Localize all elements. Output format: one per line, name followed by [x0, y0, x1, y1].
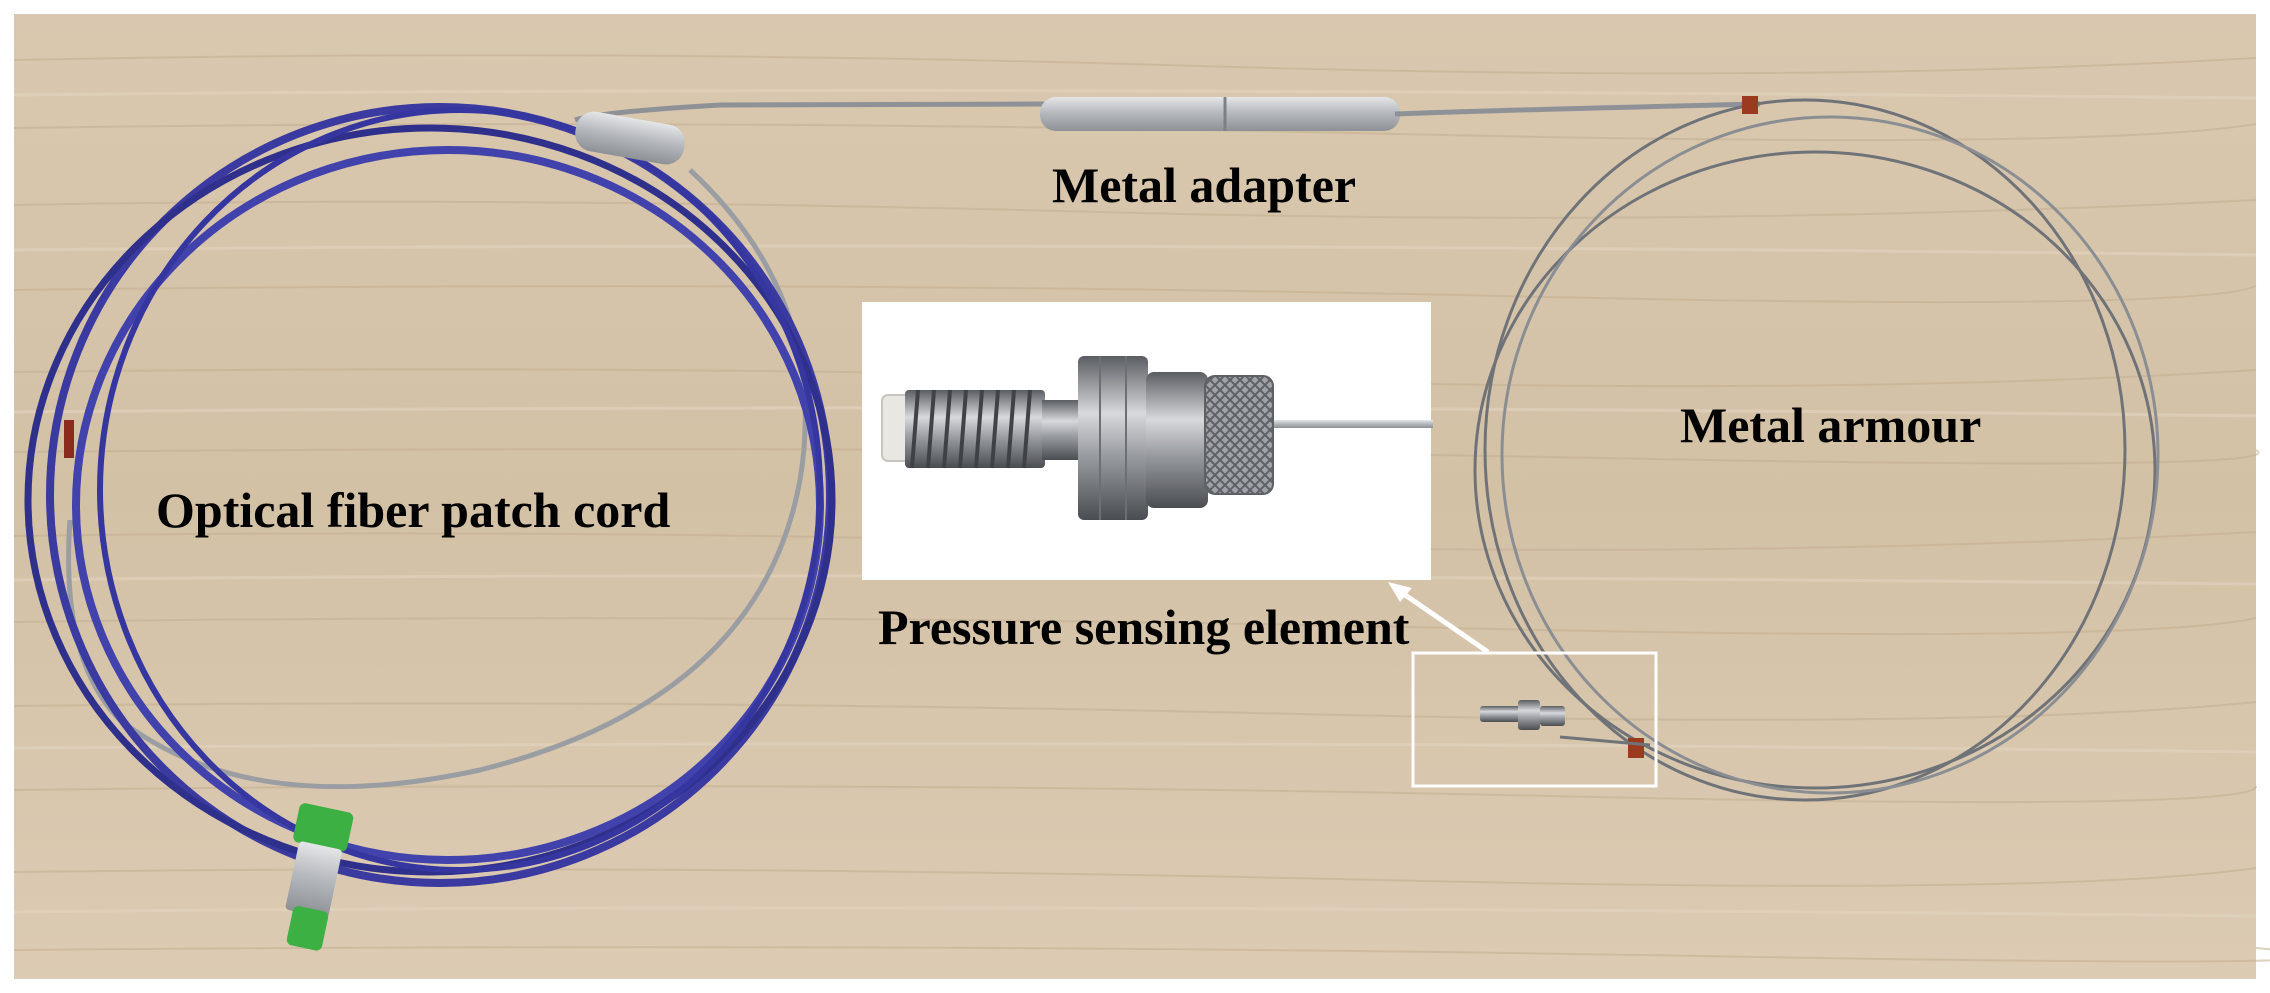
armour-tie-top: [1742, 96, 1758, 114]
optical-fiber-patch-cord-label: Optical fiber patch cord: [156, 482, 671, 538]
pointer-arrow: [1388, 582, 1490, 655]
wood-table-background: [13, 14, 2270, 979]
pressure-sensing-element-label: Pressure sensing element: [878, 599, 1410, 655]
cable-tie: [64, 420, 74, 458]
metal-armour-coil: [1473, 98, 2160, 802]
sensor-highlight-box: [1411, 651, 1658, 788]
sensor-inset: [862, 302, 1433, 580]
metal-adapter-label: Metal adapter: [1052, 157, 1357, 213]
optical-fiber-patch-cord-coil: [24, 103, 836, 887]
fc-connector: [285, 803, 354, 951]
metal-adapter: [1039, 97, 1761, 131]
small-pressure-sensor: [1480, 700, 1651, 747]
armour-tie-bottom: [1628, 738, 1644, 758]
metal-armour-label: Metal armour: [1680, 397, 1982, 453]
patch-cord-transition-sleeve: [575, 111, 685, 165]
